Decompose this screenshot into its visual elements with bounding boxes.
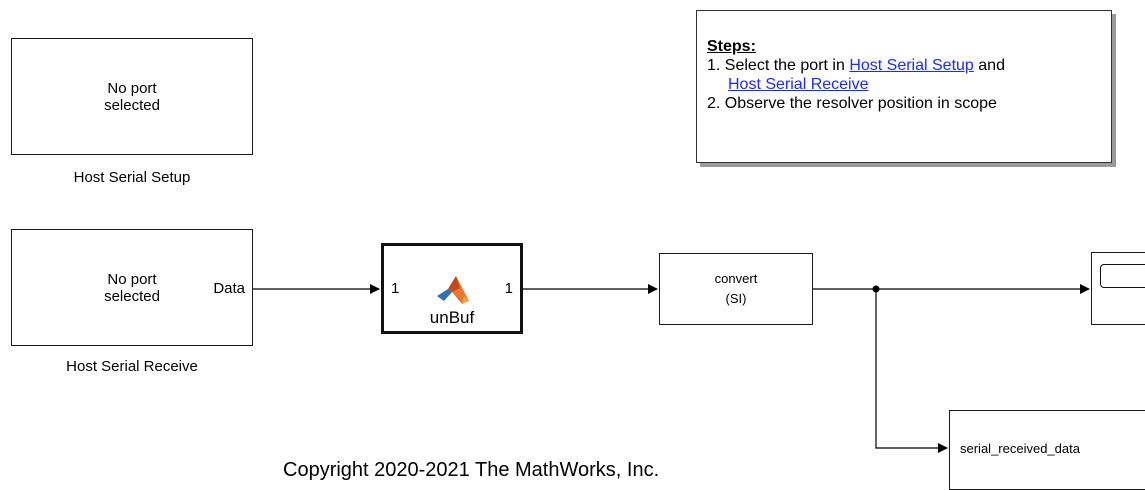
host-serial-setup-link[interactable]: Host Serial Setup [849,57,974,74]
step-1: 1. Select the port in Host Serial Setup … [707,56,1101,75]
copyright-text: Copyright 2020-2021 The MathWorks, Inc. [283,459,660,481]
step-2: 2. Observe the resolver position in scop… [707,95,997,112]
scope-block[interactable] [1091,252,1145,325]
host-serial-setup-text1: No port [107,79,157,97]
steps-heading: Steps: [707,38,756,55]
host-serial-receive-text1: No port [107,270,157,288]
branch-point [872,285,880,293]
host-serial-receive-text2: selected [104,287,160,305]
serial-received-data-block[interactable]: serial_received_data [949,410,1145,490]
step-1-mid: and [973,57,1005,74]
host-serial-setup-text2: selected [104,96,160,114]
unbuf-output-port-label: 1 [504,280,513,297]
host-serial-setup-caption: Host Serial Setup [73,169,191,186]
host-serial-receive-block[interactable]: No port selected Data [11,229,253,346]
unbuf-name: unBuf [429,308,475,327]
scope-icon [1100,264,1145,288]
serial-received-data-label: serial_received_data [960,441,1080,456]
matlab-logo-icon [436,274,470,306]
host-serial-receive-link[interactable]: Host Serial Receive [728,76,869,93]
convert-units: (SI) [725,291,747,306]
step-1-prefix: 1. Select the port in [707,57,850,74]
host-serial-receive-caption: Host Serial Receive [66,358,198,375]
convert-label: convert [714,271,758,286]
unbuf-block[interactable]: 1 1 unBuf [381,243,523,334]
wire-branch-to-workspace [875,289,948,453]
data-port-label: Data [213,280,245,297]
host-serial-setup-block[interactable]: No port selected [11,38,253,155]
step-1-cont: Host Serial Receive [707,75,1101,94]
unbuf-input-port-label: 1 [391,280,400,297]
steps-annotation: Steps: 1. Select the port in Host Serial… [696,10,1112,163]
convert-block[interactable]: convert (SI) [659,253,813,325]
